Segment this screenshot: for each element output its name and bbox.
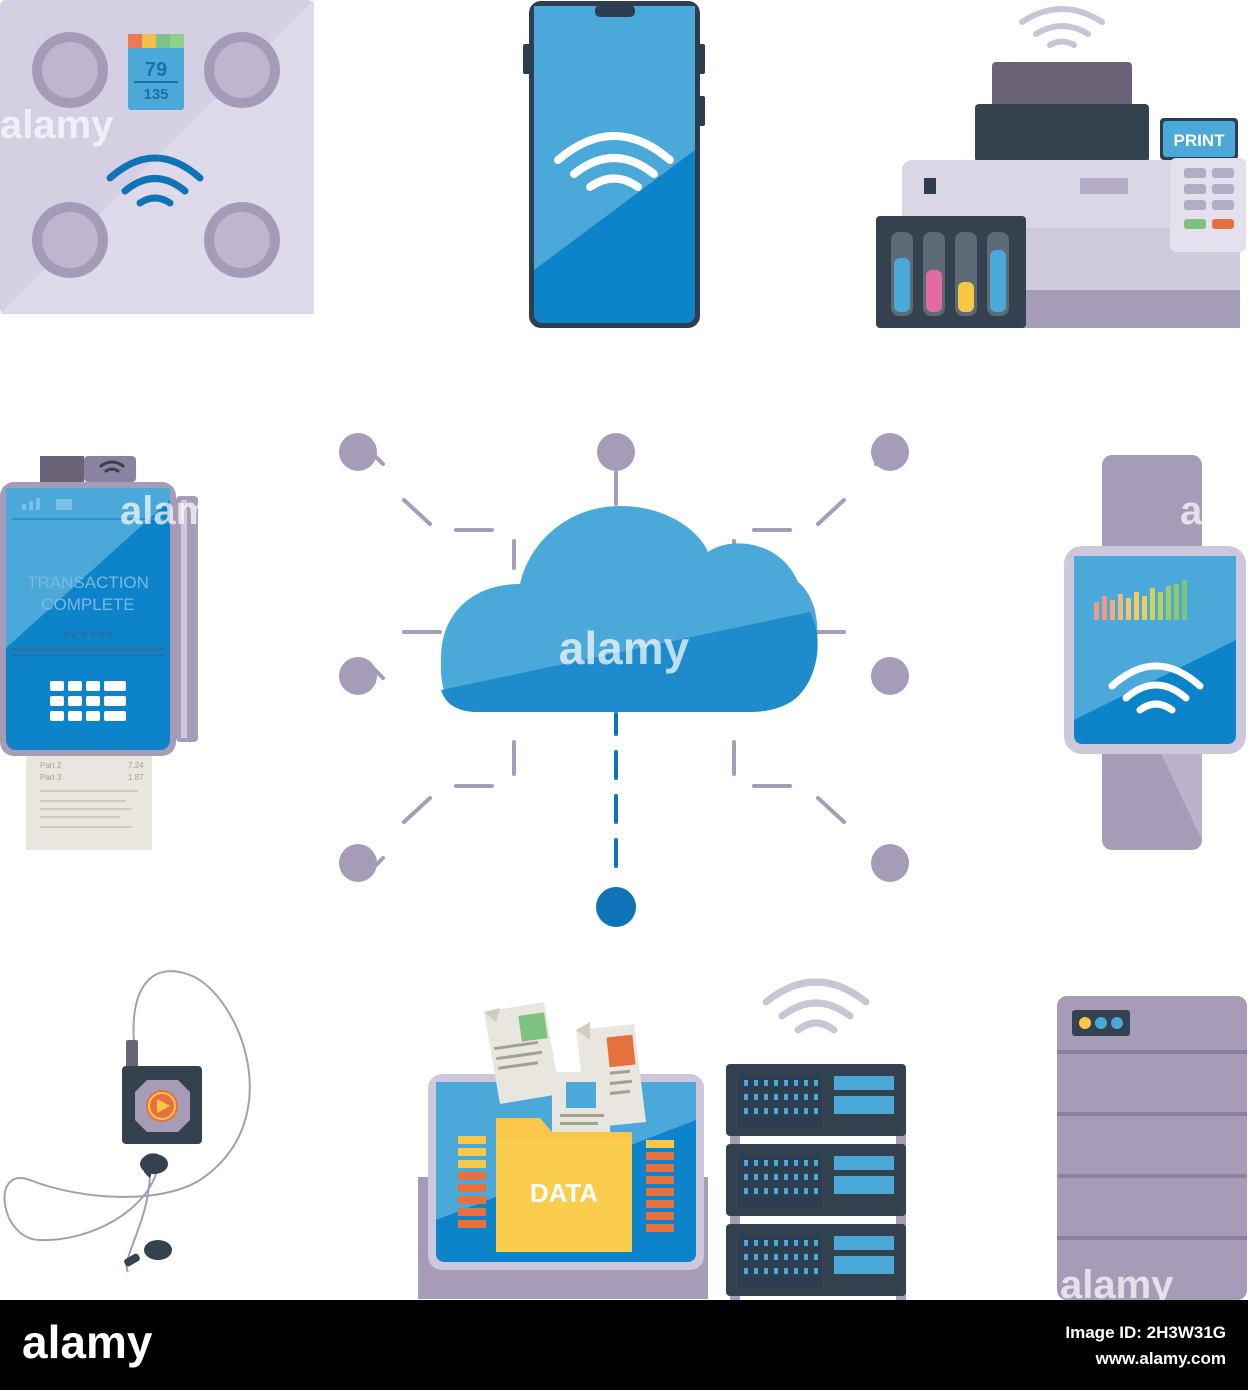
earbud-icon: [140, 1153, 168, 1178]
server-leds: [744, 1080, 818, 1274]
bottom-node: [596, 887, 636, 927]
scale-secondary-value: 135: [143, 86, 168, 103]
svg-text:alamy: alamy: [1180, 489, 1248, 533]
cloud-network-hub: [339, 433, 909, 927]
smartwatch: [1064, 455, 1246, 850]
svg-text:alamy: alamy: [559, 622, 690, 674]
image-info: Image ID: 2H3W31G www.alamy.com: [1065, 1320, 1226, 1372]
folder-label: DATA: [530, 1178, 599, 1208]
document-icon: [484, 1002, 560, 1104]
iot-illustration: 79 135: [0, 0, 1248, 1300]
printer-label: PRINT: [1174, 131, 1226, 150]
scale-display: 79 135: [128, 34, 184, 110]
wifi-icon: [99, 460, 125, 473]
laptop-data: DATA: [418, 1002, 708, 1299]
cloud-icon: [440, 506, 818, 712]
earbud-icon: [124, 1240, 172, 1267]
watermark: alamy alamy alamy alamy alamy alamy: [0, 103, 1248, 1300]
image-id: Image ID: 2H3W31G: [1065, 1323, 1226, 1342]
wifi-icon: [554, 132, 674, 191]
document-icon: [552, 1072, 610, 1140]
receipt-row-value: 7.24: [128, 761, 144, 770]
media-player: [3, 970, 251, 1273]
receipt-row-label: Part 2: [40, 761, 62, 770]
site-url: www.alamy.com: [1095, 1349, 1226, 1368]
smart-scale: 79 135: [0, 0, 314, 314]
receipt-row-value: 1.87: [128, 773, 144, 782]
level-meter-right: [646, 1140, 674, 1232]
svg-text:alamy: alamy: [22, 1316, 153, 1368]
wifi-icon: [762, 978, 870, 1034]
pin-mask: ******: [62, 626, 114, 651]
svg-text:alamy: alamy: [120, 489, 234, 533]
transaction-line2: COMPLETE: [41, 595, 135, 614]
play-icon: [148, 1092, 176, 1120]
scale-weight: 79: [145, 59, 167, 81]
receipt: Part 2 7.24 Part 3 1.87: [26, 744, 152, 850]
keypad: [50, 681, 126, 721]
svg-text:alamy: alamy: [1060, 1263, 1174, 1300]
folder-icon: DATA: [496, 1118, 632, 1252]
server-unit: [726, 1144, 906, 1216]
server-rack: [726, 978, 906, 1300]
wifi-icon: [1019, 6, 1105, 48]
activity-chart: [1094, 580, 1187, 620]
wifi-icon: [1108, 662, 1204, 714]
alamy-logo: alamy: [22, 1316, 153, 1368]
smartphone: [523, 1, 705, 328]
level-meter-left: [458, 1136, 486, 1228]
storage-tower: [1057, 996, 1247, 1300]
receipt-row-label: Part 3: [40, 773, 62, 782]
wifi-icon: [106, 154, 204, 207]
printer: PRINT: [876, 6, 1246, 328]
footer-bar: alamy Image ID: 2H3W31G www.alamy.com: [0, 1300, 1248, 1390]
svg-text:alamy: alamy: [0, 1263, 114, 1300]
connector-nodes: [339, 433, 909, 882]
pos-terminal: Part 2 7.24 Part 3 1.87 TRANSACTION COMP…: [0, 456, 198, 850]
svg-text:alamy: alamy: [0, 103, 114, 147]
transaction-line1: TRANSACTION: [27, 573, 149, 592]
